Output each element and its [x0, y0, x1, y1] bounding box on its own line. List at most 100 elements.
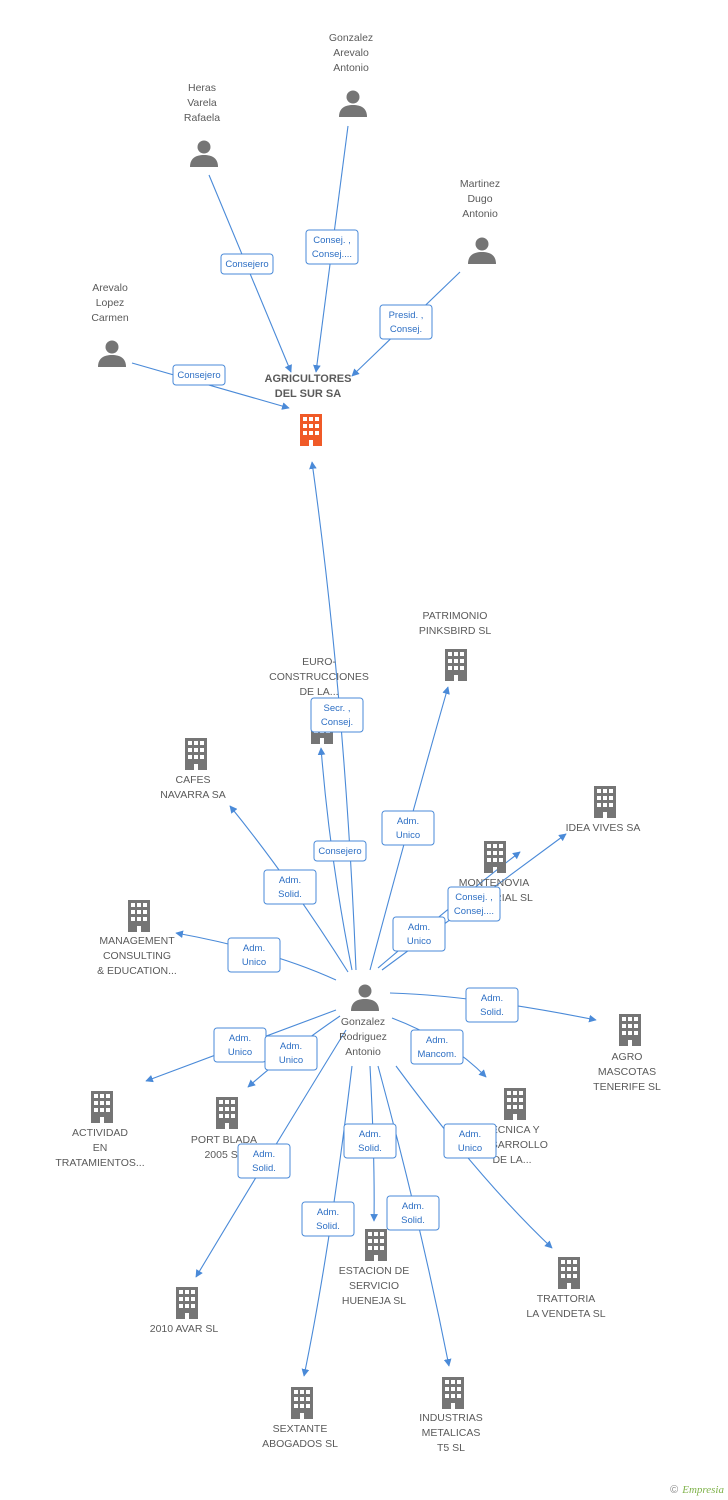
building-icon[interactable]: [594, 786, 616, 818]
node-label: MASCOTAS: [598, 1066, 656, 1078]
person-icon[interactable]: [468, 237, 496, 265]
relation-label-box[interactable]: [386, 1195, 440, 1231]
building-icon[interactable]: [442, 1377, 464, 1409]
node-label: AGRO: [612, 1051, 643, 1063]
relation-label[interactable]: Consejero: [220, 253, 274, 275]
relation-label-box[interactable]: [264, 1035, 318, 1071]
relation-label[interactable]: Adm.Unico: [227, 937, 281, 973]
relation-label[interactable]: Adm.Mancom.: [410, 1029, 464, 1065]
node-label: Arevalo: [92, 282, 128, 294]
relation-label[interactable]: Secr. ,Consej.: [310, 697, 364, 733]
node-label: AGRICULTORES: [265, 373, 352, 385]
relation-label-box[interactable]: [263, 869, 317, 905]
relation-label[interactable]: Adm.Unico: [392, 916, 446, 952]
relation-label-box[interactable]: [313, 840, 367, 862]
relation-label[interactable]: Adm.Unico: [381, 810, 435, 846]
node-label: DE LA...: [492, 1154, 531, 1166]
relation-label-text: Unico: [228, 1047, 252, 1058]
building-icon[interactable]: [176, 1287, 198, 1319]
relation-label[interactable]: Adm.Unico: [443, 1123, 497, 1159]
relation-label-box[interactable]: [343, 1123, 397, 1159]
relation-label[interactable]: Adm.Solid.: [386, 1195, 440, 1231]
relation-label[interactable]: Adm.Unico: [264, 1035, 318, 1071]
relation-label[interactable]: Consej. ,Consej....: [447, 886, 501, 922]
relation-label-box[interactable]: [310, 697, 364, 733]
building-icon[interactable]: [291, 1387, 313, 1419]
relation-label[interactable]: Presid. ,Consej.: [379, 304, 433, 340]
relation-label-text: Adm.: [359, 1129, 381, 1140]
edges-layer: [131, 125, 597, 1377]
relation-label-box[interactable]: [381, 810, 435, 846]
relation-label-box[interactable]: [410, 1029, 464, 1065]
node-label: Carmen: [91, 312, 129, 324]
person-icon[interactable]: [351, 984, 379, 1012]
node-idea[interactable]: IDEA VIVES SA: [566, 786, 641, 834]
relation-label[interactable]: Adm.Solid.: [237, 1143, 291, 1179]
relation-label[interactable]: Adm. Solid.: [343, 1123, 397, 1159]
building-icon[interactable]: [216, 1097, 238, 1129]
node-label: T5 SL: [437, 1442, 465, 1454]
building-icon[interactable]: [445, 649, 467, 681]
relation-label-box[interactable]: [392, 916, 446, 952]
relation-label-box[interactable]: [172, 364, 226, 386]
building-icon[interactable]: [91, 1091, 113, 1123]
relation-label-text: Solid.: [358, 1143, 382, 1154]
relation-label-box[interactable]: [227, 937, 281, 973]
relation-label-text: Unico: [279, 1055, 303, 1066]
person-icon[interactable]: [339, 90, 367, 118]
relation-label[interactable]: Consej. ,Consej....: [305, 229, 359, 265]
node-label: CAFES: [175, 774, 210, 786]
relation-label-text: Adm.: [397, 816, 419, 827]
node-act[interactable]: ACTIVIDADENTRATAMIENTOS...: [55, 1091, 145, 1169]
relation-label[interactable]: Adm.Solid.: [301, 1201, 355, 1237]
building-icon[interactable]: [484, 841, 506, 873]
relation-label-box[interactable]: [237, 1143, 291, 1179]
person-icon[interactable]: [98, 340, 126, 368]
building-icon[interactable]: [365, 1229, 387, 1261]
building-icon[interactable]: [504, 1088, 526, 1120]
building-icon[interactable]: [619, 1014, 641, 1046]
relation-label[interactable]: Adm.Unico: [213, 1027, 267, 1063]
relation-label[interactable]: Consejero: [313, 840, 367, 862]
relation-label-box[interactable]: [220, 253, 274, 275]
node-avar[interactable]: 2010 AVAR SL: [150, 1287, 219, 1335]
building-icon[interactable]: [558, 1257, 580, 1289]
building-icon[interactable]: [128, 900, 150, 932]
relation-label-box[interactable]: [465, 987, 519, 1023]
relation-label[interactable]: Adm.Solid.: [465, 987, 519, 1023]
relation-label-text: Solid.: [278, 889, 302, 900]
relation-label-box[interactable]: [379, 304, 433, 340]
relation-label-box[interactable]: [443, 1123, 497, 1159]
relation-label-box[interactable]: [447, 886, 501, 922]
relation-label-box[interactable]: [301, 1201, 355, 1237]
relation-label-text: Adm.: [253, 1149, 275, 1160]
relation-label-box[interactable]: [305, 229, 359, 265]
node-label: MANAGEMENT: [99, 935, 175, 947]
relation-label-text: Consej. ,: [313, 235, 351, 246]
relation-label-text: Adm.: [408, 922, 430, 933]
building-icon[interactable]: [300, 414, 322, 446]
relation-label[interactable]: Adm.Solid.: [263, 869, 317, 905]
person-icon[interactable]: [190, 140, 218, 168]
node-label: TRATTORIA: [537, 1293, 596, 1305]
relation-label[interactable]: Consejero: [172, 364, 226, 386]
building-icon[interactable]: [185, 738, 207, 770]
node-label: 2010 AVAR SL: [150, 1323, 219, 1335]
